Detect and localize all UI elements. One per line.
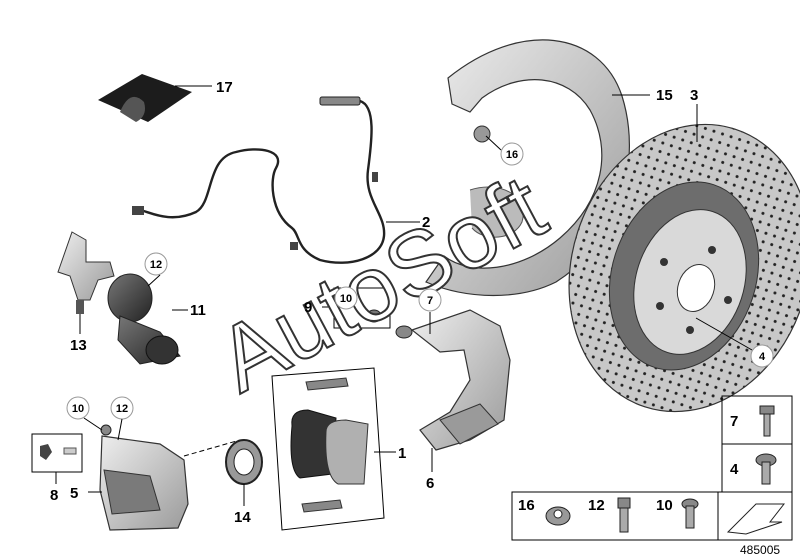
svg-text:7: 7	[427, 295, 433, 307]
bolt-4-icon	[755, 453, 777, 485]
circled-callout-7: 7	[418, 288, 442, 312]
callout-14: 14	[234, 509, 251, 526]
callout-1: 1	[398, 445, 406, 462]
part-9-group	[322, 287, 391, 329]
table-label-10: 10	[656, 497, 673, 514]
screw-7-icon	[759, 405, 775, 437]
callout-13: 13	[70, 337, 87, 354]
part-13-bracket	[57, 231, 115, 334]
callout-9: 9	[304, 299, 312, 316]
part-17-seal-sticker	[98, 74, 212, 122]
table-label-7: 7	[730, 413, 738, 430]
screw-12-icon	[617, 497, 631, 533]
direction-arrow-icon	[726, 503, 786, 535]
svg-text:10: 10	[72, 403, 84, 415]
part-11-parking-brake-actuator	[107, 273, 188, 365]
callout-8: 8	[50, 487, 58, 504]
callout-6: 6	[426, 475, 434, 492]
circled-callout-12-caliper: 12	[110, 396, 134, 420]
part-5-brake-caliper	[88, 424, 241, 531]
svg-text:12: 12	[150, 259, 162, 271]
svg-text:12: 12	[116, 403, 128, 415]
circled-callout-10-box: 10	[334, 286, 358, 310]
part-3-brake-disc	[568, 104, 800, 413]
svg-text:4: 4	[759, 351, 766, 363]
svg-text:16: 16	[506, 149, 518, 161]
screw-10-icon	[681, 498, 699, 529]
table-label-16: 16	[518, 497, 535, 514]
part-6-caliper-carrier	[395, 309, 511, 472]
table-label-12: 12	[588, 497, 605, 514]
circled-callout-4: 4	[750, 344, 774, 368]
svg-text:10: 10	[340, 293, 352, 305]
table-label-4: 4	[730, 461, 739, 478]
circled-callout-12-motor: 12	[144, 252, 168, 276]
part-2-brake-wear-sensor	[132, 96, 420, 264]
nut-16-icon	[545, 506, 571, 526]
callout-17: 17	[216, 79, 233, 96]
circled-callout-10-caliper: 10	[66, 396, 90, 420]
callout-15: 15	[656, 87, 673, 104]
part-8-group	[31, 433, 83, 484]
callout-5: 5	[70, 485, 78, 502]
callout-2: 2	[422, 214, 430, 231]
callout-11: 11	[190, 302, 206, 319]
circled-callout-16: 16	[500, 142, 524, 166]
reference-number: 485005	[740, 543, 780, 557]
fastener-table	[511, 395, 793, 541]
callout-3: 3	[690, 87, 698, 104]
part-14-seal-ring	[225, 439, 263, 506]
part-1-brake-pad-set	[271, 367, 396, 531]
